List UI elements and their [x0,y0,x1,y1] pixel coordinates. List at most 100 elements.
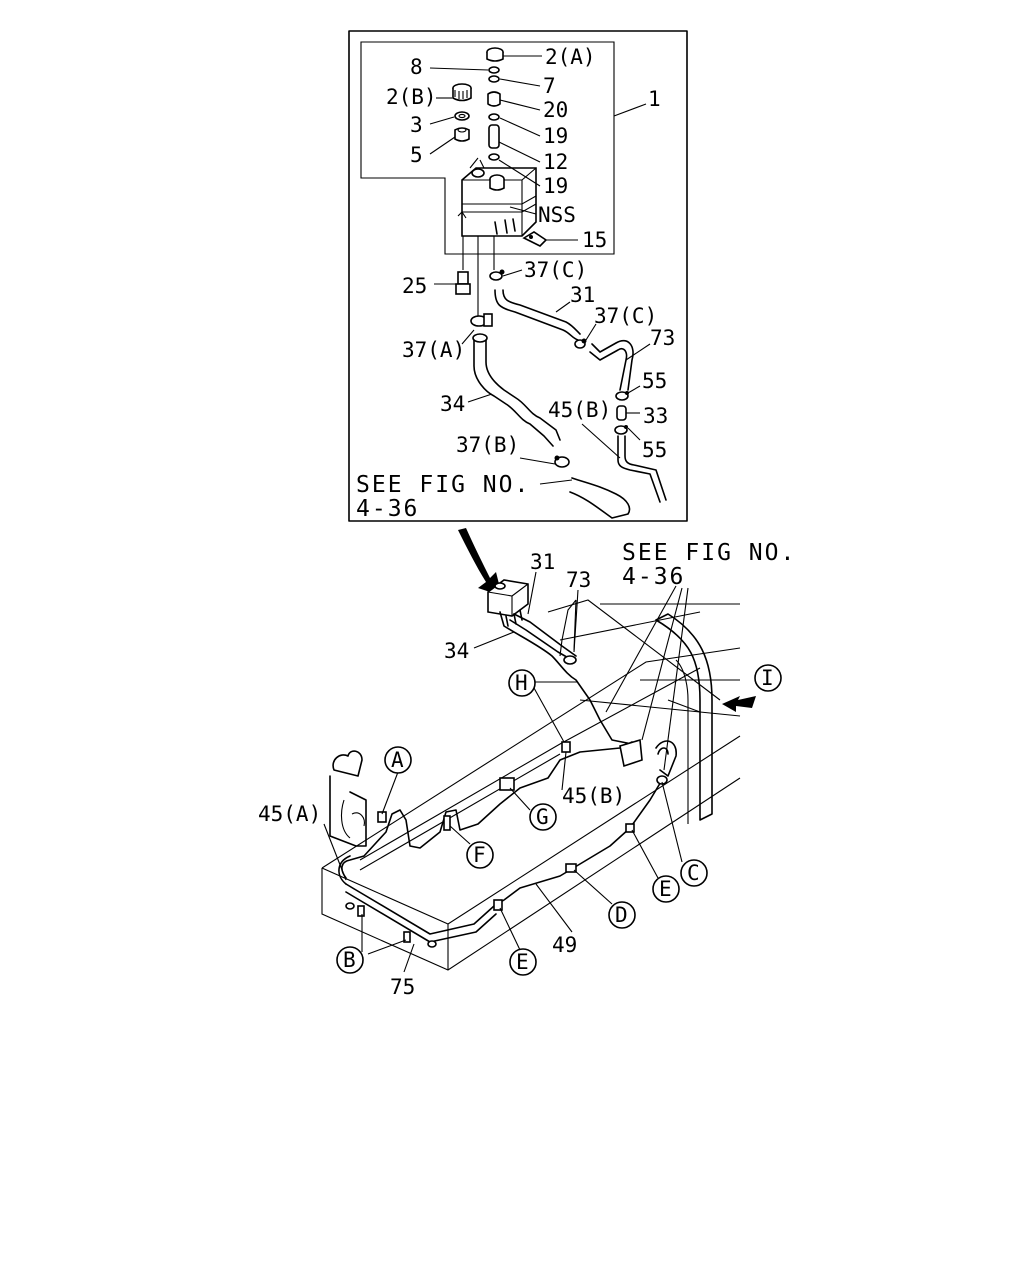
clip-d [565,863,577,873]
hose-73 [589,347,628,391]
pipe-45b [617,435,661,503]
inset-frame [348,30,688,522]
callout-75-main: 75 [390,975,415,999]
detail-pointer-arrow [458,528,502,596]
washer-19a [488,113,500,121]
callout-19a: 19 [543,124,568,148]
callout-25: 25 [402,274,427,298]
callout-1: 1 [648,87,661,111]
callout-33: 33 [643,404,668,428]
circle-e-left [509,948,537,976]
hose-see-fig-4-36 [569,477,631,519]
circle-d-letter: D [615,903,628,927]
circle-a [384,746,412,774]
callout-20: 20 [543,98,568,122]
callout-37b: 37(B) [456,433,519,457]
circle-c [680,859,708,887]
callout-2b: 2(B) [386,85,437,109]
circle-g-letter: G [536,805,549,829]
clip-a [377,811,387,823]
circle-f-letter: F [473,843,486,867]
circle-c-letter: C [687,861,700,885]
circle-i [754,664,782,692]
callout-5: 5 [410,143,423,167]
inset-see-fig-line2: 4-36 [356,496,419,522]
clamp-37b [554,455,570,468]
callout-49-main: 49 [552,933,577,957]
main-leaders [323,571,689,973]
circle-b [336,946,364,974]
circle-a-letter: A [391,748,404,772]
assembly-1-boundary [360,41,615,255]
master-cylinder [619,738,677,777]
callout-12: 12 [543,150,568,174]
callout-73-main: 73 [566,568,591,592]
callout-34-main: 34 [444,639,469,663]
circle-e-right-letter: E [659,877,672,901]
callout-37c-upper: 37(C) [524,258,587,282]
callout-45b-inset: 45(B) [548,398,611,422]
view-arrow-i [722,696,756,712]
circle-e-left-letter: E [516,950,529,974]
circle-b-letter: B [343,948,356,972]
clip-g [499,777,515,791]
clip-b1 [357,905,365,917]
circle-h [508,669,536,697]
bolt-25 [455,236,471,295]
hose-34-mounted [499,611,633,745]
clamp-37c-upper [489,269,505,281]
inset-detail: 2(A) 8 7 2(B) 20 3 19 1 5 12 19 NSS 15 3… [348,30,688,522]
reservoir-tank [457,157,537,237]
callout-2a: 2(A) [545,45,596,69]
circle-i-letter: I [761,666,774,690]
joint-33 [616,405,627,421]
clamp-37a [470,313,493,327]
callout-19b: 19 [543,174,568,198]
clip-55-lower [614,425,628,435]
callout-3: 3 [410,113,423,137]
adapter-20 [487,91,501,107]
pipe-12 [488,124,500,149]
hose-31-mounted [509,619,573,661]
engine-block [329,750,367,847]
clip-e-left [493,899,503,911]
circle-e-right [652,875,680,903]
hose-34 [473,339,554,447]
frame-rail-top [321,647,741,869]
clip-b2 [403,931,411,943]
cap-2a [486,47,504,62]
callout-37c-lower: 37(C) [594,304,657,328]
callout-nss: NSS [538,203,576,227]
callout-73: 73 [650,326,675,350]
brake-pipe-45a [341,741,633,879]
circle-h-letter: H [515,671,528,695]
inset-see-fig-line1: SEE FIG NO. [356,472,530,498]
callout-45b-main: 45(B) [562,784,625,808]
callout-31: 31 [570,283,595,307]
circle-f [466,841,494,869]
bracket-15 [522,231,548,247]
clamp-37c-lower [574,338,587,349]
callout-55-lower: 55 [642,438,667,462]
callout-8: 8 [410,55,423,79]
vehicle-chassis-view: I H A G F C E D E B SEE FIG NO. 4-36 31 … [258,540,796,999]
callout-7: 7 [543,74,556,98]
main-see-fig-line1: SEE FIG NO. [622,540,796,566]
callout-55-upper: 55 [642,369,667,393]
callout-45a-main: 45(A) [258,802,321,826]
clip-55-upper [615,391,629,401]
o-ring-8 [488,66,500,74]
circle-g [529,803,557,831]
callout-15: 15 [582,228,607,252]
clip-h [561,741,571,753]
inset-leaders [429,55,651,485]
washer-7 [488,75,500,83]
callout-31-main: 31 [530,550,555,574]
circle-d [608,901,636,929]
washer-19b [488,153,500,161]
clip-e-right [625,823,635,833]
wheel-arch [655,613,713,821]
cap-2b [452,83,472,102]
